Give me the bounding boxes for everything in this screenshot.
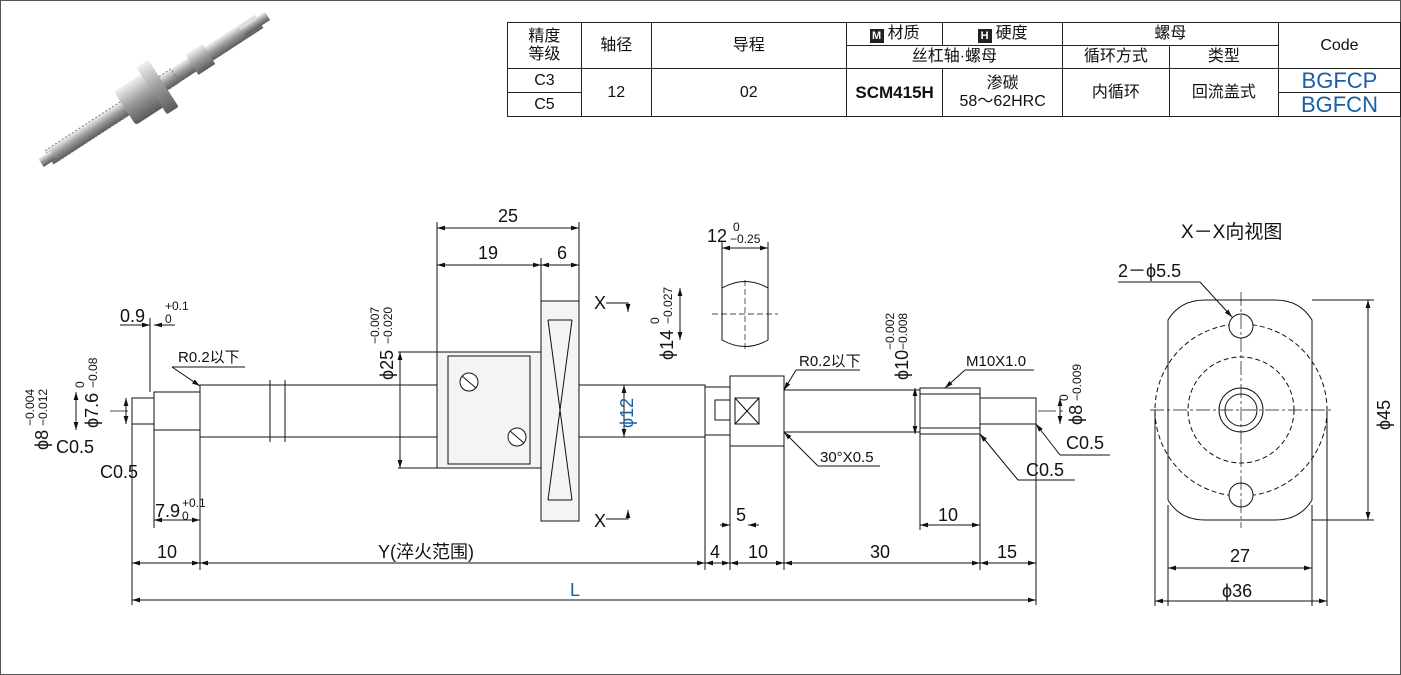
row1-precision: C3 — [507, 68, 582, 93]
dim-7-9: 7.9 — [155, 501, 180, 521]
code-link-1[interactable]: BGFCP — [1277, 68, 1401, 93]
svg-text:−0.004: −0.004 — [23, 389, 37, 426]
thread-note: M10X1.0 — [966, 353, 1026, 370]
dim-15: 15 — [997, 542, 1017, 562]
header-code: Code — [1277, 22, 1401, 69]
product-photo — [38, 12, 271, 167]
dim-phi36: ϕ36 — [1222, 581, 1252, 601]
fillet-note-right: R0.2以下 — [799, 353, 861, 370]
code-link-2[interactable]: BGFCN — [1277, 92, 1401, 117]
dim-phi10: ϕ10 — [892, 350, 912, 380]
dim-30: 30 — [870, 542, 890, 562]
dim-y: Y(淬火范围) — [378, 542, 474, 562]
dim-25: 25 — [498, 206, 518, 226]
dim-10-mid: 10 — [748, 542, 768, 562]
dim-phi8-left: ϕ8 — [32, 430, 52, 450]
svg-text:−0.008: −0.008 — [896, 313, 910, 350]
row2-precision: C5 — [507, 92, 582, 117]
dim-phi25: ϕ25 — [377, 350, 397, 380]
svg-text:0: 0 — [165, 312, 172, 326]
nut-lock-flat — [729, 375, 785, 447]
cell-circulation: 内循环 — [1061, 68, 1170, 117]
dim-6: 6 — [557, 243, 567, 263]
chamfer-b: C0.5 — [100, 462, 138, 482]
chamfer-d: C0.5 — [1026, 460, 1064, 480]
svg-text:−0.002: −0.002 — [883, 313, 897, 350]
svg-text:0: 0 — [733, 220, 740, 234]
dim-phi45: ϕ45 — [1374, 400, 1394, 430]
flange-view — [1167, 299, 1313, 521]
thread-section — [919, 387, 981, 435]
dim-phi8-right: ϕ8 — [1066, 405, 1086, 425]
dim-5: 5 — [736, 505, 746, 525]
svg-text:−0.012: −0.012 — [36, 389, 50, 426]
left-end-journal — [131, 397, 155, 425]
cell-shaft: 12 — [580, 68, 652, 117]
cell-material: SCM415H — [845, 68, 944, 117]
svg-text:+0.1: +0.1 — [165, 299, 189, 313]
svg-text:0: 0 — [182, 509, 189, 523]
chamfer-a: C0.5 — [56, 437, 94, 457]
svg-text:+0.1: +0.1 — [182, 496, 206, 510]
header-precision: 精度等级 — [507, 22, 582, 69]
chamfer-c: C0.5 — [1066, 433, 1104, 453]
section-mark-top: X — [594, 293, 606, 313]
svg-text:0: 0 — [648, 317, 662, 324]
svg-text:−0.020: −0.020 — [381, 307, 395, 344]
right-end-journal — [979, 397, 1037, 425]
svg-text:−0.08: −0.08 — [86, 357, 100, 388]
svg-text:−0.009: −0.009 — [1070, 364, 1084, 401]
header-type: 类型 — [1168, 45, 1279, 69]
header-circulation: 循环方式 — [1061, 45, 1170, 69]
holes-note: 2－ϕ5.5 — [1118, 261, 1181, 281]
dim-19: 19 — [478, 243, 498, 263]
dim-10-thread: 10 — [938, 505, 958, 525]
svg-text:0: 0 — [1057, 394, 1071, 401]
section-mark-bottom: X — [594, 511, 606, 531]
svg-text:−0.027: −0.027 — [661, 287, 675, 324]
material-badge-icon: M — [869, 29, 884, 43]
svg-text:−0.25: −0.25 — [730, 232, 761, 246]
dim-0-9: 0.9 — [120, 306, 145, 326]
header-material-sub: 丝杠轴·螺母 — [845, 45, 1063, 69]
dim-10-left: 10 — [157, 542, 177, 562]
svg-text:0: 0 — [73, 381, 87, 388]
dim-flat: 12 — [707, 226, 727, 246]
fillet-note-left: R0.2以下 — [178, 349, 240, 366]
dim-phi7-6: ϕ7.6 — [82, 393, 102, 428]
cell-nut-type: 回流盖式 — [1168, 68, 1279, 117]
dim-27: 27 — [1230, 546, 1250, 566]
left-journal — [153, 391, 201, 431]
dim-phi14: ϕ14 — [657, 330, 677, 360]
dim-phi12: ϕ12 — [617, 398, 637, 428]
chamfer-30: 30°X0.5 — [820, 449, 874, 466]
dim-l: L — [570, 580, 580, 600]
view-title: X－X向视图 — [1181, 221, 1282, 243]
dim-4: 4 — [710, 542, 720, 562]
svg-text:−0.007: −0.007 — [368, 307, 382, 344]
hardness-badge-icon: H — [977, 29, 992, 43]
cell-lead: 02 — [650, 68, 847, 117]
